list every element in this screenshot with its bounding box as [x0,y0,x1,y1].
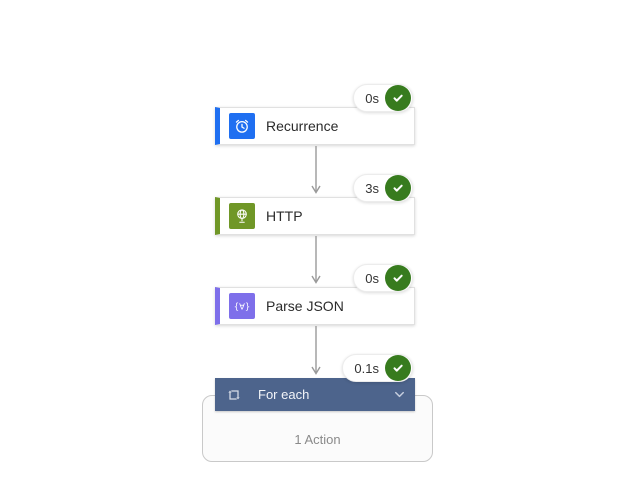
action-label: Parse JSON [266,298,344,314]
chevron-down-icon[interactable] [392,387,407,402]
success-check-icon [385,85,411,111]
duration-label: 0.1s [354,360,379,376]
status-badge: 3s [353,174,413,202]
action-label: HTTP [266,208,303,224]
success-check-icon [385,175,411,201]
action-label: Recurrence [266,118,339,134]
repeat-loop-icon [226,387,242,403]
flow-arrow [311,146,321,194]
action-card-parse-json[interactable]: {∀} Parse JSON [215,287,415,325]
flow-arrow [311,326,321,375]
duration-label: 0s [365,90,379,106]
duration-label: 0s [365,270,379,286]
action-count-label: 1 Action [294,432,341,447]
status-badge: 0s [353,264,413,292]
status-badge: 0.1s [342,354,413,382]
action-card-recurrence[interactable]: Recurrence [215,107,415,145]
recurrence-clock-icon [229,113,255,139]
svg-text:{∀}: {∀} [234,301,251,311]
flow-arrow [311,236,321,284]
success-check-icon [385,265,411,291]
action-card-http[interactable]: HTTP [215,197,415,235]
foreach-scope-header[interactable]: For each [215,378,415,411]
action-label: For each [258,387,310,402]
globe-icon [229,203,255,229]
duration-label: 3s [365,180,379,196]
status-badge: 0s [353,84,413,112]
success-check-icon [385,355,411,381]
json-braces-icon: {∀} [229,293,255,319]
